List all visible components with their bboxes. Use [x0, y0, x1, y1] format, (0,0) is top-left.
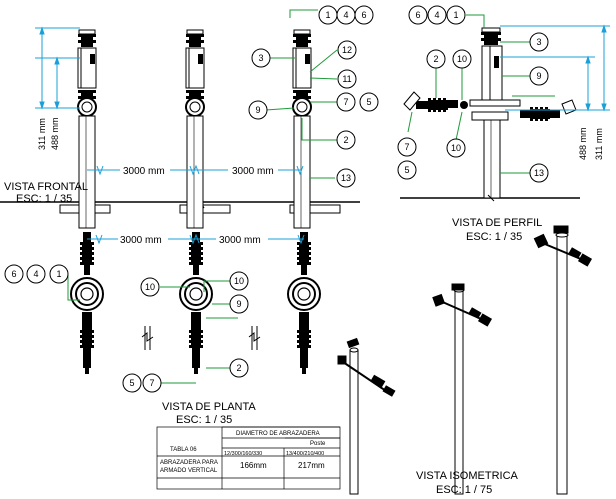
planta-scale: ESC: 1 / 35	[176, 414, 232, 426]
plan-spacing-2: 3000 mm	[219, 235, 261, 246]
plan-spacing-1: 3000 mm	[120, 235, 162, 246]
svg-text:6: 6	[11, 269, 16, 279]
frontal-callouts: 1 4 6 3 12 11 9 7 5 2 13	[248, 5, 379, 188]
perfil-title: VISTA DE PERFIL	[452, 217, 542, 229]
svg-text:2: 2	[236, 363, 241, 373]
table-row-name-2: ARMADO VERTICAL	[160, 468, 218, 474]
frontal-title: VISTA FRONTAL	[4, 181, 88, 193]
svg-text:7: 7	[149, 378, 154, 388]
svg-text:10: 10	[145, 282, 155, 292]
table-header-title: DIAMETRO DE ABRAZADERA	[236, 431, 320, 437]
svg-text:1: 1	[56, 269, 61, 279]
svg-text:9: 9	[255, 105, 260, 115]
svg-text:4: 4	[33, 269, 38, 279]
svg-text:7: 7	[343, 97, 348, 107]
frontal-dim-488: 488 mm	[50, 117, 60, 150]
table-col-1: 12/300/160/330	[224, 451, 262, 457]
isometrica-title: VISTA ISOMETRICA	[416, 470, 519, 482]
svg-text:10: 10	[234, 276, 244, 286]
svg-text:10: 10	[451, 143, 461, 153]
planta-title: VISTA DE PLANTA	[162, 401, 256, 413]
abrazadera-table	[156, 426, 341, 490]
planta-callouts: 6 4 1 10 10 9 5 7 2	[4, 264, 249, 393]
frontal-spacing-2: 3000 mm	[232, 166, 274, 177]
svg-text:5: 5	[404, 165, 409, 175]
perfil-dim-488: 488 mm	[578, 127, 588, 160]
svg-text:12: 12	[342, 45, 352, 55]
svg-text:9: 9	[536, 71, 541, 81]
frontal-scale: ESC: 1 / 35	[16, 193, 72, 205]
svg-text:6: 6	[361, 10, 366, 20]
frontal-spacing-1: 3000 mm	[123, 166, 165, 177]
perfil-callouts: 6 4 1 3 2 10 9 7 5 10 13	[397, 5, 549, 183]
svg-text:7: 7	[404, 142, 409, 152]
svg-text:3: 3	[258, 53, 263, 63]
svg-text:3: 3	[536, 37, 541, 47]
isometric-view	[337, 225, 593, 495]
frontal-view: 311 mm 488 mm 3000 mm 3000 mm VISTA FRON…	[0, 5, 379, 229]
svg-text:5: 5	[129, 378, 134, 388]
frontal-pole-2	[185, 29, 205, 229]
svg-text:9: 9	[236, 299, 241, 309]
frontal-height-dimensions	[35, 26, 80, 110]
table-value-1: 166mm	[240, 461, 267, 470]
table-col-2: 13/400/210/400	[286, 451, 324, 457]
perfil-dim-311: 311 mm	[594, 128, 604, 160]
frontal-spacing-dimension	[87, 164, 304, 176]
svg-text:1: 1	[325, 10, 330, 20]
svg-text:4: 4	[343, 10, 348, 20]
isometrica-scale: ESC: 1 / 75	[436, 484, 492, 496]
frontal-pole-1	[77, 29, 97, 229]
svg-text:6: 6	[415, 10, 420, 20]
table-value-2: 217mm	[298, 461, 325, 470]
plan-chain-2	[179, 231, 213, 375]
table-row-name-1: ABRAZADERA PARA	[160, 460, 218, 466]
perfil-scale: ESC: 1 / 35	[466, 231, 522, 243]
svg-text:2: 2	[433, 54, 438, 64]
svg-text:5: 5	[366, 97, 371, 107]
frontal-dim-311: 311 mm	[37, 118, 47, 150]
svg-text:1: 1	[453, 10, 458, 20]
table-sub-header: Poste	[310, 441, 326, 447]
svg-text:13: 13	[341, 173, 351, 183]
svg-text:13: 13	[534, 168, 544, 178]
perfil-view: 488 mm 311 mm VISTA DE PERFIL ESC: 1 / 3…	[397, 5, 610, 243]
plan-chain-3	[287, 231, 321, 375]
plan-chain-1	[70, 231, 104, 375]
table-row-label: TABLA 06	[170, 447, 197, 453]
planta-view: 3000 mm 3000 mm 6 4 1 10 10 9 5 7	[4, 231, 321, 426]
svg-text:2: 2	[343, 135, 348, 145]
svg-text:11: 11	[342, 74, 351, 84]
svg-text:4: 4	[434, 10, 439, 20]
svg-text:10: 10	[457, 54, 467, 64]
